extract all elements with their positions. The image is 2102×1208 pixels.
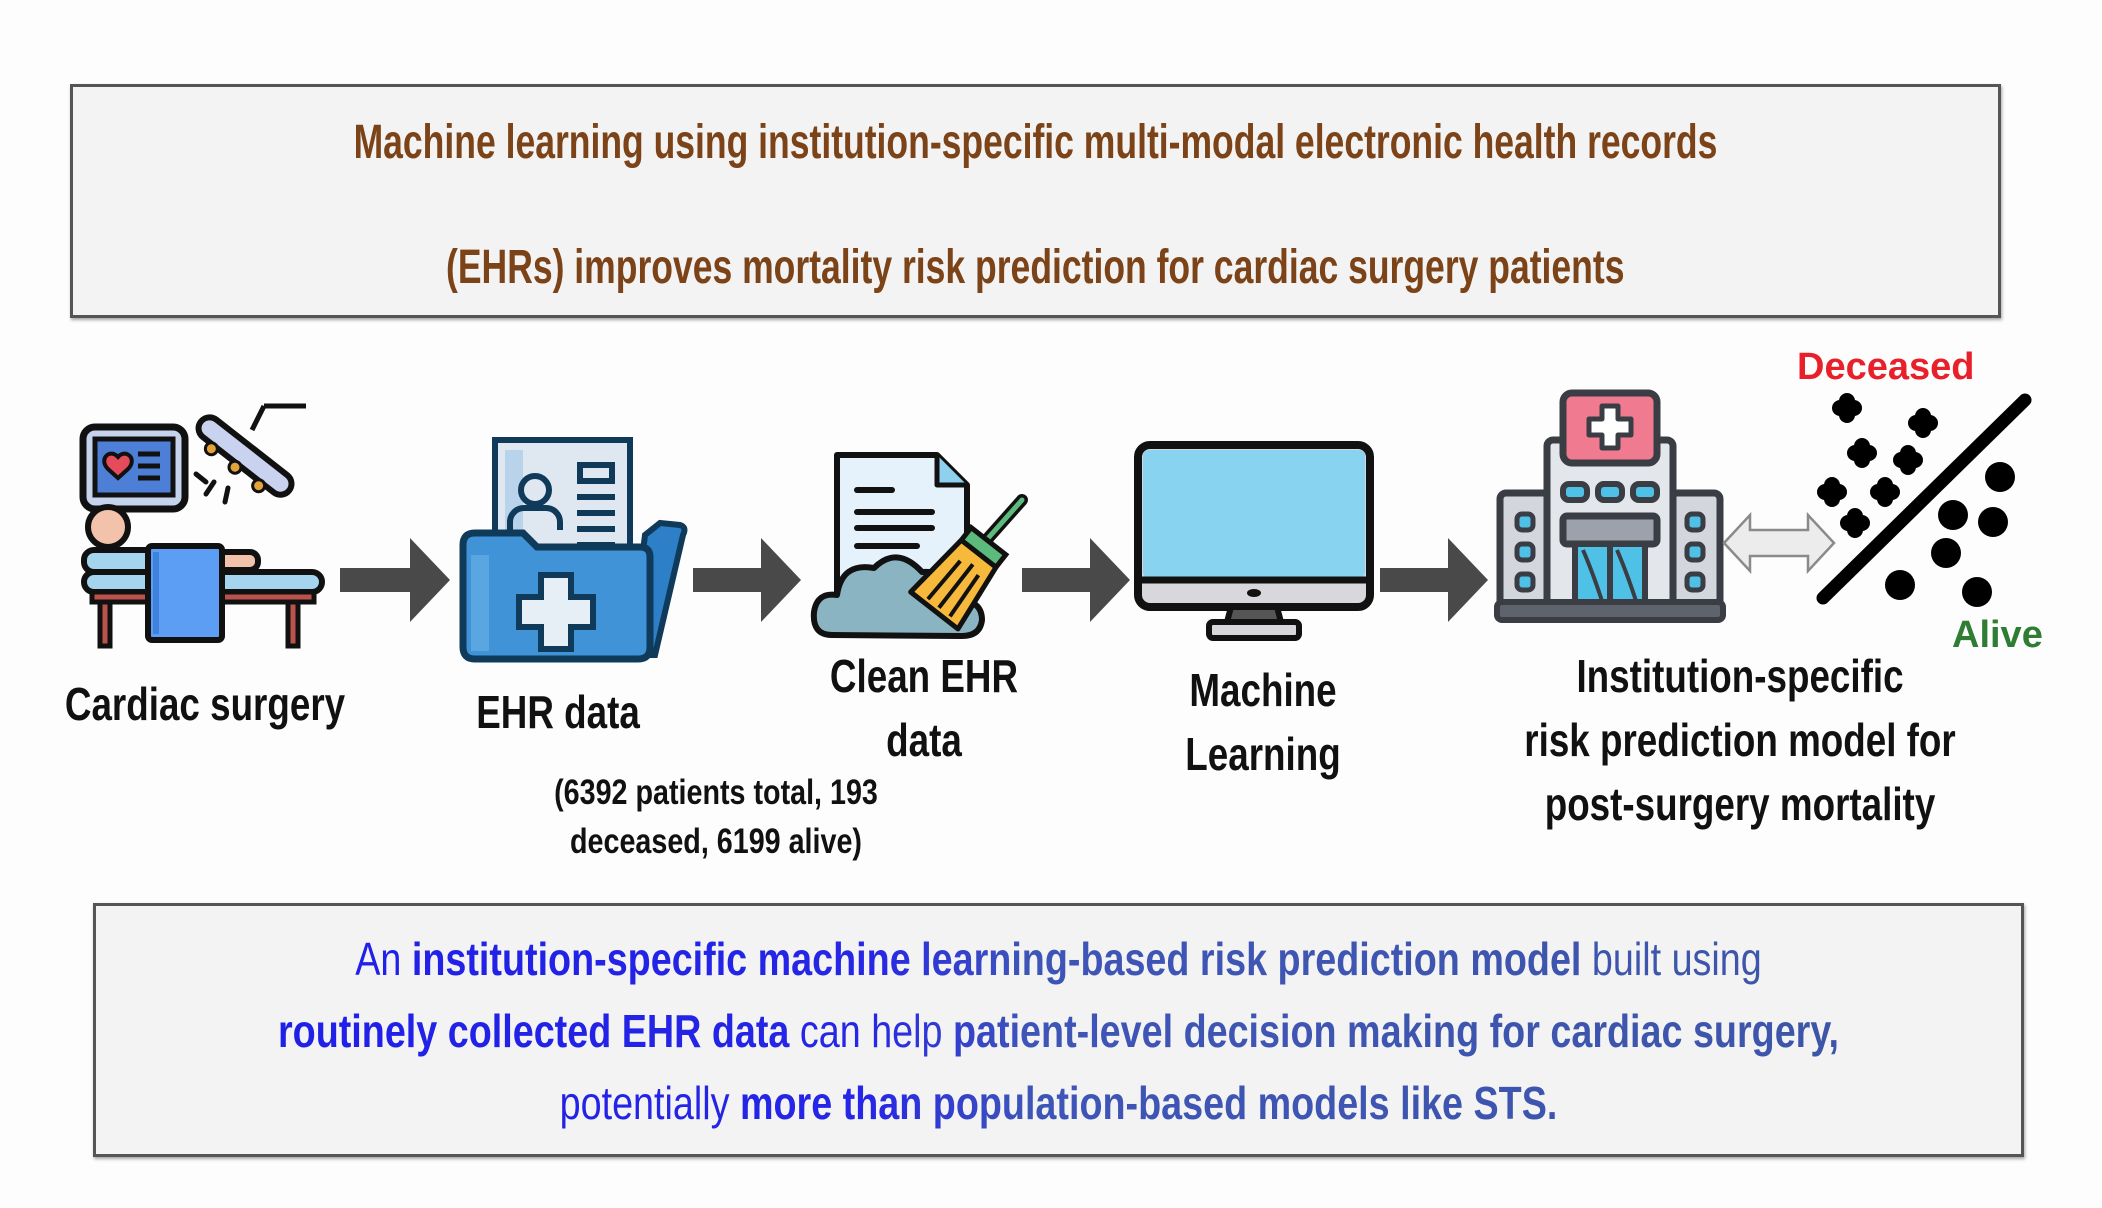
- conclusion-line-1: An institution-specific machine learning…: [269, 923, 1848, 995]
- label-line: Learning: [1185, 728, 1341, 780]
- caption-line: (6392 patients total, 193: [554, 773, 878, 812]
- conclusion-line-2: routinely collected EHR data can help pa…: [269, 995, 1848, 1067]
- right-arrow-icon: [1022, 538, 1130, 622]
- label-line: EHR data: [476, 686, 640, 738]
- text-run: more: [739, 1077, 833, 1129]
- label-line: post-surgery mortality: [1544, 778, 1936, 830]
- title-line-2: (EHRs) improves mortality risk predictio…: [73, 240, 1998, 295]
- conclusion-line-3: potentially more than population-based m…: [269, 1067, 1848, 1139]
- text-run: can help: [789, 1005, 953, 1057]
- deceased-label: Deceased: [1797, 346, 1975, 388]
- text-run: patient-level decision making for cardia…: [952, 1005, 1840, 1057]
- text-run: than population-based models like STS.: [832, 1077, 1558, 1129]
- right-arrow-icon: [693, 538, 801, 622]
- label-line: Cardiac surgery: [64, 678, 346, 730]
- medical-folder-icon: [459, 437, 688, 663]
- label-line: Machine: [1189, 664, 1337, 716]
- classification-scatter-icon: [1816, 393, 2032, 607]
- text-run: built using: [1581, 933, 1762, 985]
- title-text-2: (EHRs) improves mortality risk predictio…: [446, 241, 1625, 294]
- label-line: risk prediction model for: [1524, 714, 1956, 766]
- label-line: Institution-specific: [1576, 650, 1904, 702]
- conclusion-text: An institution-specific machine learning…: [96, 923, 2021, 1139]
- conclusion-box: An institution-specific machine learning…: [93, 903, 2024, 1157]
- right-arrow-icon: [340, 538, 450, 622]
- step-label-risk-model: Institution-specific risk prediction mod…: [1440, 644, 2040, 836]
- surgery-patient-icon: [79, 403, 325, 649]
- step-label-ehr-data: EHR data: [358, 680, 758, 744]
- right-arrow-icon: [1380, 538, 1488, 622]
- text-run: institution-specific machine learning-ba…: [411, 933, 1582, 985]
- alive-label: Alive: [1952, 614, 2043, 656]
- double-arrow-icon: [1722, 511, 1836, 575]
- ehr-cohort-caption: (6392 patients total, 193 deceased, 6199…: [466, 768, 966, 866]
- title-text-1: Machine learning using institution-speci…: [353, 116, 1718, 169]
- label-line: data: [886, 714, 962, 766]
- monitor-icon: [1134, 441, 1374, 641]
- text-run: An: [355, 933, 412, 985]
- title-line-1: Machine learning using institution-speci…: [73, 115, 1998, 170]
- step-label-clean-ehr-data: Clean EHR data: [724, 644, 1124, 772]
- text-run: potentially: [559, 1077, 740, 1129]
- step-label-machine-learning: Machine Learning: [1063, 658, 1463, 786]
- hospital-icon: [1494, 389, 1726, 623]
- title-box: Machine learning using institution-speci…: [70, 84, 2001, 318]
- label-line: Clean EHR: [829, 650, 1019, 702]
- caption-line: deceased, 6199 alive): [570, 822, 862, 861]
- document-broom-icon: [810, 452, 1028, 639]
- text-run: routinely collected EHR data: [277, 1005, 790, 1057]
- step-label-cardiac-surgery: Cardiac surgery: [5, 672, 405, 736]
